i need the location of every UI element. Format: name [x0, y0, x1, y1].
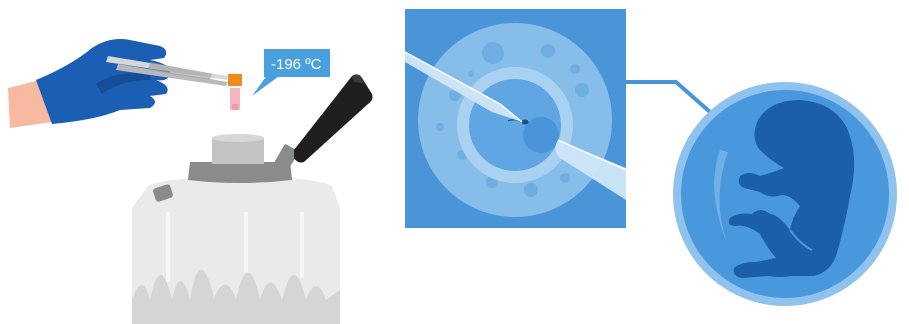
tank-highlight: [244, 212, 248, 272]
temperature-label: -196 ºC: [271, 56, 322, 73]
tank-highlight: [300, 212, 304, 278]
connector-line: [626, 82, 710, 112]
fetus-circle: [673, 82, 897, 306]
tank-lid: [294, 74, 373, 162]
vial-tip: [232, 104, 238, 110]
temperature-callout: -196 ºC: [252, 49, 330, 96]
callout-pointer: [252, 74, 282, 96]
vial-cap: [228, 74, 242, 86]
gloved-hand-icon: [8, 39, 170, 128]
microscope-view-panel: [405, 9, 626, 228]
tank-cap-top: [212, 134, 264, 142]
tank-highlight: [166, 212, 170, 282]
liquid-nitrogen-tank-icon: [132, 74, 373, 324]
cryo-vial-icon: [228, 74, 242, 110]
